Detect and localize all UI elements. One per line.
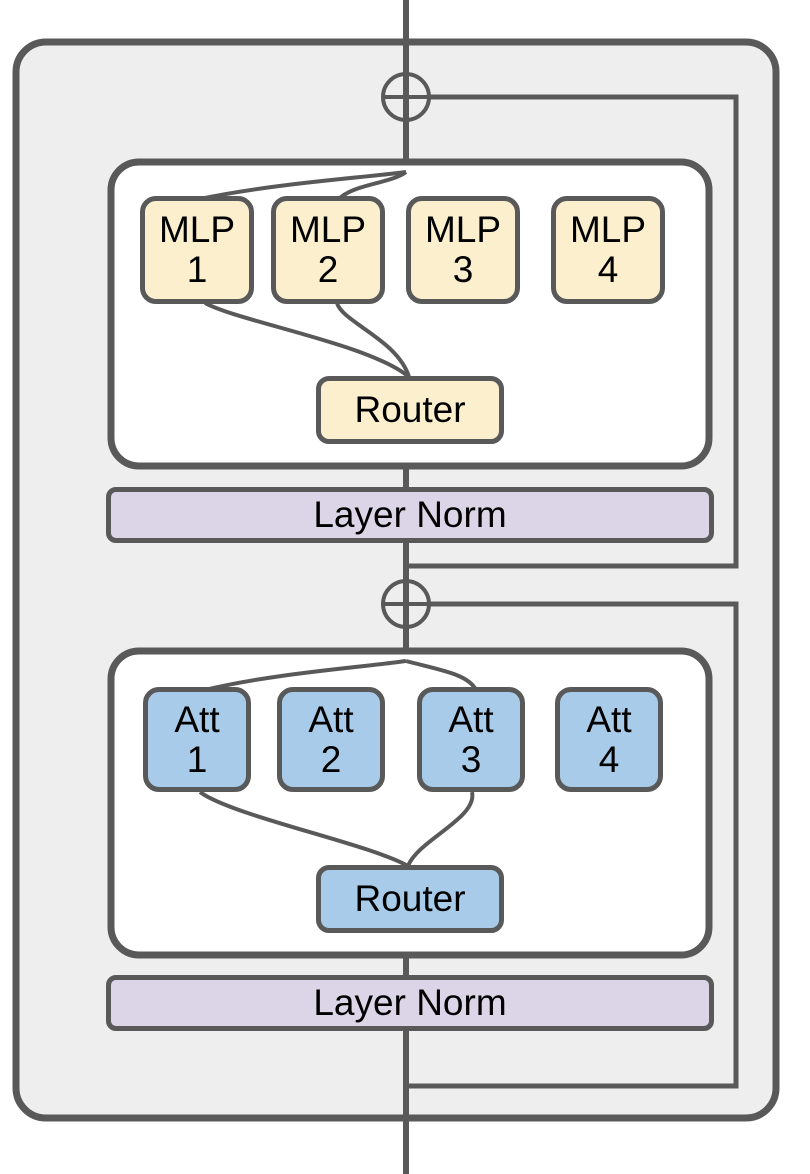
attention-expert-4-name: Att [586, 698, 632, 740]
mlp-expert-3[interactable]: MLP 3 [406, 196, 520, 304]
route-out-att-1 [198, 790, 410, 868]
attention-layer-norm-label: Layer Norm [313, 982, 507, 1024]
attention-router[interactable]: Router [316, 865, 504, 933]
attention-expert-4[interactable]: Att 4 [555, 687, 663, 792]
route-out-mlp-2 [335, 302, 411, 378]
mlp-expert-2[interactable]: MLP 2 [271, 196, 385, 304]
mlp-expert-4-index: 4 [597, 249, 619, 290]
mlp-expert-2-index: 2 [317, 249, 339, 290]
mlp-expert-4[interactable]: MLP 4 [551, 196, 665, 304]
route-out-mlp-1 [204, 301, 411, 379]
attention-expert-3[interactable]: Att 3 [417, 687, 525, 792]
mlp-layer-norm-label: Layer Norm [313, 494, 507, 536]
mlp-layer-norm[interactable]: Layer Norm [106, 487, 714, 543]
attention-expert-1-index: 1 [186, 738, 208, 780]
attention-expert-3-name: Att [448, 698, 494, 740]
residual-skip-attention [406, 601, 739, 1089]
mlp-expert-1-name: MLP [158, 209, 236, 251]
mlp-expert-2-name: MLP [289, 209, 367, 251]
attention-expert-2-name: Att [308, 698, 354, 740]
attention-layer-norm[interactable]: Layer Norm [106, 975, 714, 1031]
mlp-router[interactable]: Router [316, 376, 504, 444]
attention-expert-3-index: 3 [460, 738, 482, 780]
mlp-expert-3-name: MLP [424, 209, 502, 251]
residual-skip-mlp [406, 94, 739, 569]
route-in-mlp-1 [199, 170, 407, 201]
attention-expert-1[interactable]: Att 1 [143, 687, 251, 792]
route-out-att-3 [406, 791, 475, 867]
mlp-expert-3-index: 3 [452, 249, 474, 290]
mlp-expert-1[interactable]: MLP 1 [140, 196, 254, 304]
route-in-att-3 [405, 659, 478, 692]
attention-expert-4-index: 4 [598, 738, 620, 780]
attention-router-label: Router [354, 878, 466, 920]
mlp-expert-4-name: MLP [569, 209, 647, 251]
attention-expert-2[interactable]: Att 2 [277, 687, 385, 792]
attention-expert-2-index: 2 [320, 738, 342, 780]
route-in-att-1 [204, 659, 407, 692]
mlp-expert-1-index: 1 [186, 249, 208, 290]
mlp-router-label: Router [354, 389, 466, 431]
attention-expert-1-name: Att [174, 698, 220, 740]
